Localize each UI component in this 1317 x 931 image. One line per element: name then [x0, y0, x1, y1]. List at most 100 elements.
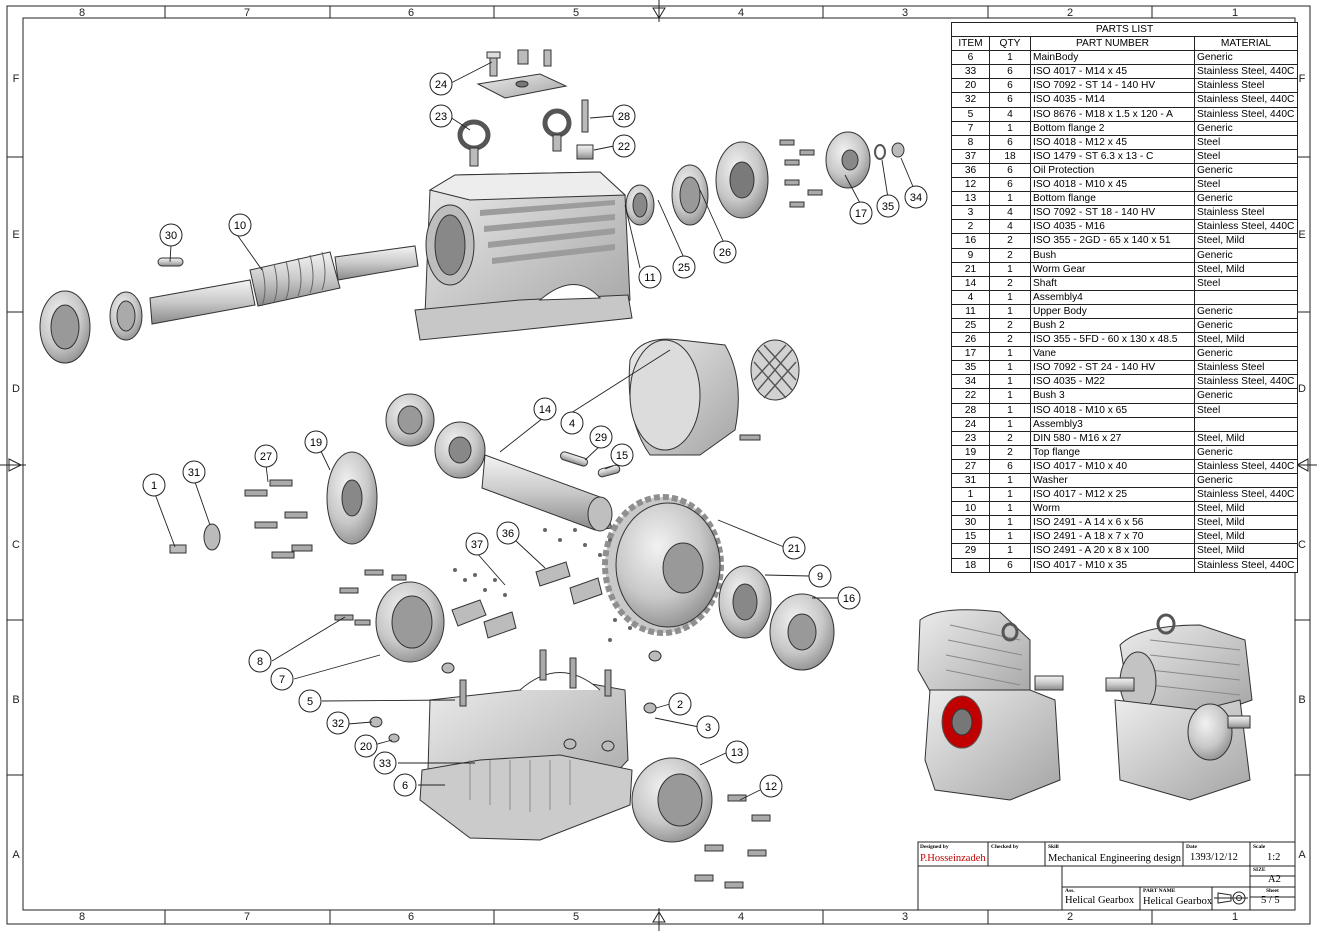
balloon-number: 24	[435, 79, 447, 91]
balloon-number: 1	[151, 480, 157, 492]
cell-material: Stainless Steel, 440C	[1194, 64, 1298, 80]
balloon-2: 2	[668, 692, 692, 716]
balloon-number: 23	[435, 111, 447, 123]
balloon-number: 8	[257, 656, 263, 668]
balloon-25: 25	[672, 255, 696, 279]
exploded-view	[39, 49, 1253, 889]
row-label: E	[12, 229, 19, 241]
balloons: 1 2 3 4 5 6 7 8 9 10 11 12 13 14 15 16 1…	[142, 72, 928, 798]
cell-part-number: ISO 4017 - M10 x 35	[1030, 557, 1195, 573]
cell-qty: 1	[989, 191, 1031, 207]
top-flange-part	[169, 451, 378, 559]
cell-qty: 1	[989, 261, 1031, 277]
cell-part-number: ISO 355 - 5FD - 60 x 130 x 48.5	[1030, 332, 1195, 348]
balloon-number: 31	[188, 467, 200, 479]
balloon-number: 5	[307, 696, 313, 708]
cell-qty: 2	[989, 332, 1031, 348]
cell-material: Generic	[1194, 303, 1298, 319]
cell-part-number: Worm	[1030, 501, 1195, 517]
cell-qty: 6	[989, 557, 1031, 573]
cell-part-number: Bush	[1030, 247, 1195, 263]
assembled-view-right	[1105, 613, 1253, 801]
balloon-15: 15	[610, 443, 634, 467]
cell-part-number: Bush 3	[1030, 388, 1195, 404]
date-label: Date	[1186, 844, 1197, 850]
cell-qty: 1	[989, 388, 1031, 404]
cell-material: Steel	[1194, 134, 1298, 150]
cell-part-number: ISO 7092 - ST 24 - 140 HV	[1030, 360, 1195, 376]
leader-lines	[154, 61, 915, 801]
cell-qty: 1	[989, 360, 1031, 376]
right-bearing-group	[625, 131, 905, 226]
balloon-5: 5	[298, 689, 322, 713]
skill-label: Skill	[1048, 844, 1059, 850]
cell-qty: 4	[989, 205, 1031, 221]
balloon-number: 33	[379, 758, 391, 770]
balloon-35: 35	[876, 194, 900, 218]
cell-item: 8	[951, 134, 990, 150]
col-label: 8	[79, 911, 85, 923]
cell-item: 3	[951, 205, 990, 221]
balloon-28: 28	[612, 104, 636, 128]
balloon-20: 20	[354, 734, 378, 758]
balloon-31: 31	[182, 460, 206, 484]
parts-list-title: PARTS LIST	[951, 21, 1298, 38]
balloon-16: 16	[837, 586, 861, 610]
cell-part-number: MainBody	[1030, 50, 1195, 66]
balloon-11: 11	[638, 265, 662, 289]
cell-part-number: Washer	[1030, 472, 1195, 489]
size-label: SIZE	[1253, 867, 1266, 873]
cell-material: Steel, Mild	[1194, 233, 1298, 249]
balloon-8: 8	[248, 649, 272, 673]
balloon-number: 30	[165, 230, 177, 242]
col-label: 8	[79, 7, 85, 19]
cell-part-number: ISO 2491 - A 14 x 6 x 56	[1030, 515, 1195, 531]
checked-by-label: Checked by	[991, 844, 1019, 850]
cell-material: Generic	[1194, 388, 1298, 404]
cell-part-number: Bush 2	[1030, 317, 1195, 334]
row-label: D	[12, 383, 20, 395]
cell-qty: 1	[989, 120, 1031, 136]
cell-part-number: ISO 4018 - M12 x 45	[1030, 134, 1195, 150]
balloon-32: 32	[326, 711, 350, 735]
balloon-number: 6	[402, 780, 408, 792]
cell-qty: 1	[989, 50, 1031, 66]
cell-part-number: ISO 7092 - ST 18 - 140 HV	[1030, 205, 1195, 221]
cell-material: Steel	[1194, 402, 1298, 418]
cell-qty: 4	[989, 219, 1031, 235]
zone-labels: 8 7 6 5 4 3 2 1 8 7 6 5 4 3 2 1 F E D C …	[12, 7, 1306, 923]
cell-qty: 1	[989, 529, 1031, 545]
balloon-number: 11	[644, 272, 655, 284]
balloon-30: 30	[159, 223, 183, 247]
cell-qty: 1	[989, 515, 1031, 531]
balloon-number: 32	[332, 718, 344, 730]
cell-qty: 1	[989, 289, 1031, 305]
cell-item: 31	[951, 472, 990, 489]
balloon-number: 26	[719, 247, 731, 259]
row-label: C	[12, 539, 20, 551]
designed-by-value: P.Hosseinzadeh	[920, 853, 986, 864]
cell-part-number: ISO 8676 - M18 x 1.5 x 120 - A	[1030, 106, 1195, 122]
balloon-number: 21	[788, 543, 800, 555]
balloon-number: 36	[502, 528, 514, 540]
cell-qty: 1	[989, 346, 1031, 362]
cell-material: Steel, Mild	[1194, 430, 1298, 446]
balloon-number: 2	[677, 699, 683, 711]
